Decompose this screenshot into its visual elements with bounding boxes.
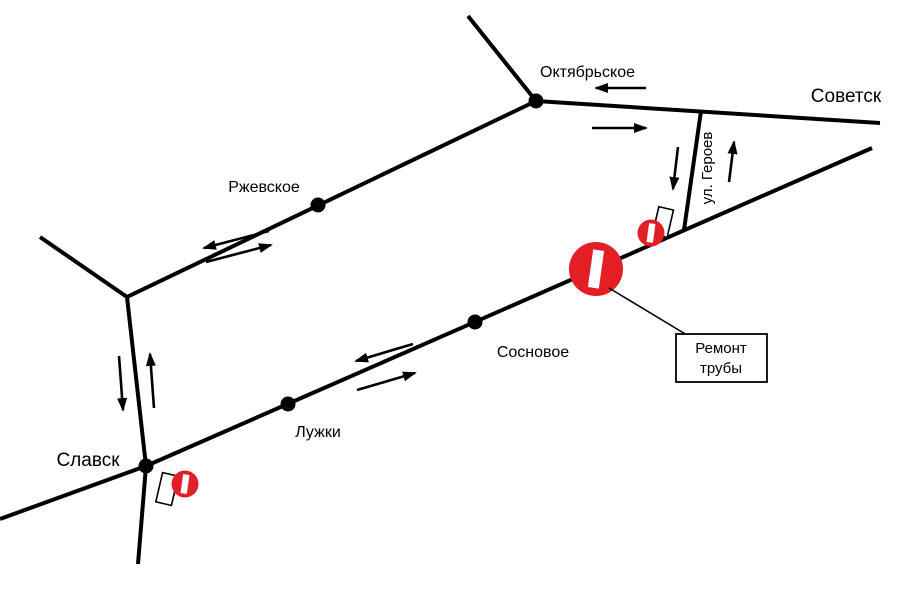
callout-text-line1: Ремонт — [695, 340, 747, 357]
label-geroev-street: ул. Героев — [699, 132, 716, 205]
road-northwest-branch — [38, 235, 129, 299]
traffic-arrow-main-west — [354, 342, 414, 363]
road-southwest-branch — [0, 464, 147, 521]
callout-leader-line — [608, 287, 688, 336]
label-luzhki: Лужки — [295, 424, 341, 441]
road-through-rzhevskoye — [126, 99, 537, 299]
junction-dot-luzhki — [280, 396, 296, 412]
junction-dot-rzhevskoye — [310, 197, 326, 213]
no-entry-bar — [180, 474, 190, 494]
no-entry-bar — [646, 223, 656, 243]
no-entry-sign-small — [637, 219, 665, 247]
traffic-arrow-down — [117, 355, 128, 412]
junction-dot-sosnovoye — [467, 314, 483, 330]
traffic-arrow-up — [145, 352, 156, 409]
label-sosnovoye: Сосновое — [497, 344, 569, 361]
traffic-arrow-northeast — [205, 243, 273, 264]
road-main-highway — [145, 146, 873, 468]
junction-dot-oktyabrskoye — [528, 93, 544, 109]
label-slavsk: Славск — [56, 450, 120, 471]
label-rzhevskoye: Ржевское — [228, 179, 300, 196]
callout-text-line2: трубы — [700, 360, 742, 377]
traffic-arrow-main-east — [356, 371, 417, 392]
traffic-arrow-geroev-up — [727, 140, 738, 183]
label-oktyabrskoye: Октябрьское — [540, 64, 635, 81]
road-geroev-street — [682, 110, 703, 231]
traffic-arrow-southwest — [202, 229, 270, 250]
road-north-branch — [466, 14, 538, 103]
traffic-arrow-geroev-down — [669, 146, 680, 191]
no-entry-sign-small — [171, 470, 199, 498]
no-entry-bar — [587, 249, 605, 289]
callout-box — [675, 333, 768, 383]
road-to-sovetsk — [535, 99, 881, 125]
junction-dot-slavsk — [138, 458, 154, 474]
road-west-vertical — [125, 296, 149, 565]
label-sovetsk: Советск — [811, 86, 882, 107]
no-entry-sign-large — [569, 242, 623, 296]
